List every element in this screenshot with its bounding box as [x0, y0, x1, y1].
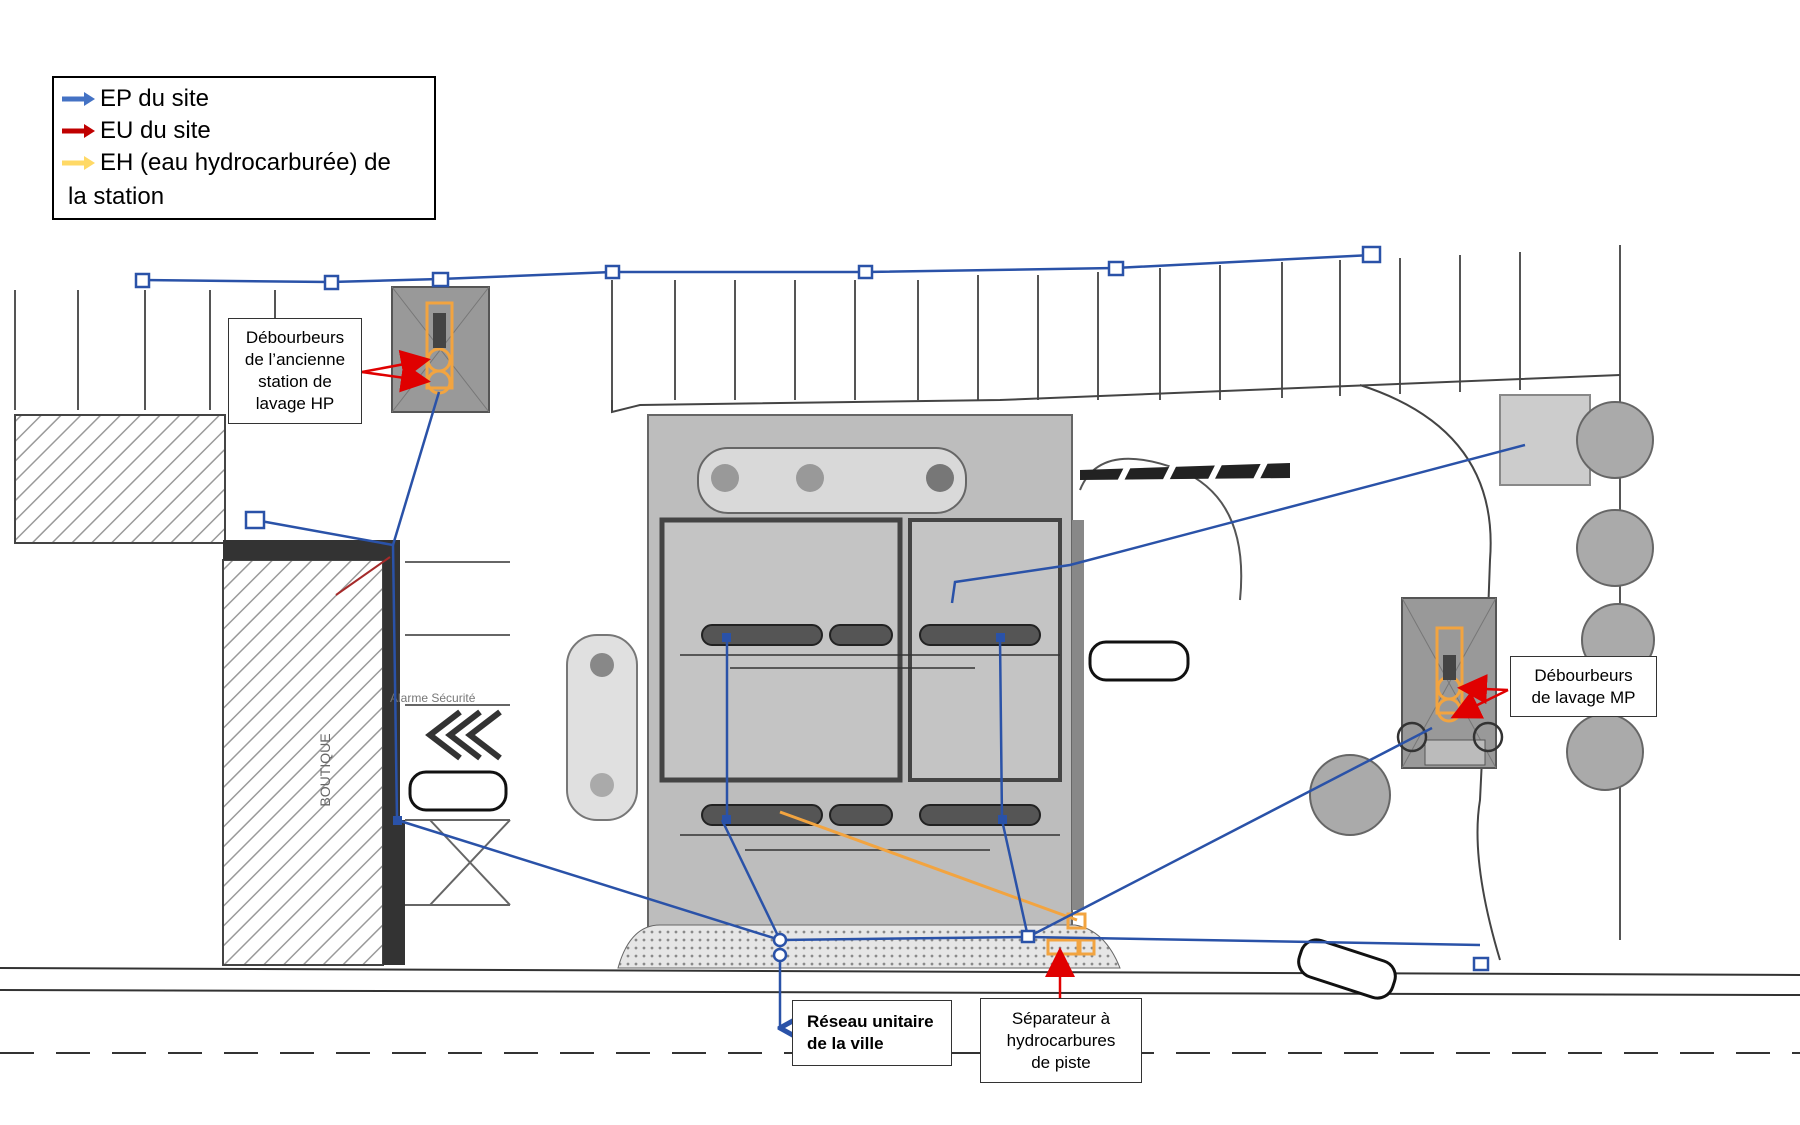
- callout-line: Séparateur à: [1011, 1008, 1111, 1028]
- dotted-platform: [617, 924, 1121, 969]
- boutique-building: [222, 559, 384, 966]
- callout-line: Réseau unitaire: [807, 1012, 934, 1031]
- callout-line: Débourbeurs: [245, 328, 345, 347]
- red-arrow-icon: [62, 124, 95, 138]
- callout-line: hydrocarbures: [1006, 1030, 1116, 1050]
- callout-arrows: [361, 349, 1509, 998]
- callout-line: station de: [258, 372, 332, 391]
- legend-label-ep: EP du site: [100, 85, 209, 112]
- side-tank: [566, 634, 638, 821]
- blue-arrow-icon: [62, 92, 95, 106]
- hatched-building-left: [14, 414, 226, 544]
- eu-line: [335, 556, 391, 596]
- boutique-label: BOUTIQUE: [317, 733, 333, 806]
- legend-label-eh-continuation: la station: [68, 183, 165, 210]
- parking-stalls-side: [405, 561, 511, 906]
- curb-line: [611, 374, 1621, 414]
- cars: [408, 640, 1397, 1000]
- pump-area-right: [908, 518, 1062, 782]
- callout-line: de la ville: [807, 1034, 884, 1053]
- pump-area-left: [659, 517, 903, 783]
- tank-area: [697, 447, 967, 514]
- callout-line: de piste: [1031, 1052, 1091, 1072]
- callout-line: de l’ancienne: [244, 350, 346, 369]
- pump-islands: [701, 624, 1041, 826]
- barrier: [1080, 463, 1290, 480]
- legend-label-eu: EU du site: [100, 117, 211, 144]
- callout-line: lavage HP: [255, 394, 335, 413]
- parking-stalls-top: [14, 245, 1621, 940]
- legend: EP du site EU du site EH (eau hydrocarbu…: [52, 76, 436, 220]
- callout-old-wash-debourbeurs: Débourbeurs de l’ancienne station de lav…: [228, 318, 362, 424]
- callout-line: Débourbeurs: [1534, 665, 1633, 685]
- top-right-pad: [1499, 394, 1591, 486]
- callout-line: de lavage MP: [1531, 687, 1636, 707]
- ep-inspection-chambers: [134, 245, 1490, 972]
- road-curve-inner: [1079, 457, 1243, 601]
- security-chevrons: [425, 709, 502, 761]
- callout-reseau-unitaire: Réseau unitaire de la ville: [792, 1000, 952, 1066]
- legend-label-eh: EH (eau hydrocarburée) de: [100, 149, 391, 176]
- callout-separateur: Séparateur à hydrocarbures de piste: [980, 998, 1142, 1083]
- yellow-arrow-icon: [62, 156, 95, 170]
- ep-nodes: [393, 633, 1007, 825]
- alarme-label: Alarme Sécurité: [390, 691, 476, 705]
- callout-mp-wash-debourbeurs: Débourbeurs de lavage MP: [1510, 656, 1657, 717]
